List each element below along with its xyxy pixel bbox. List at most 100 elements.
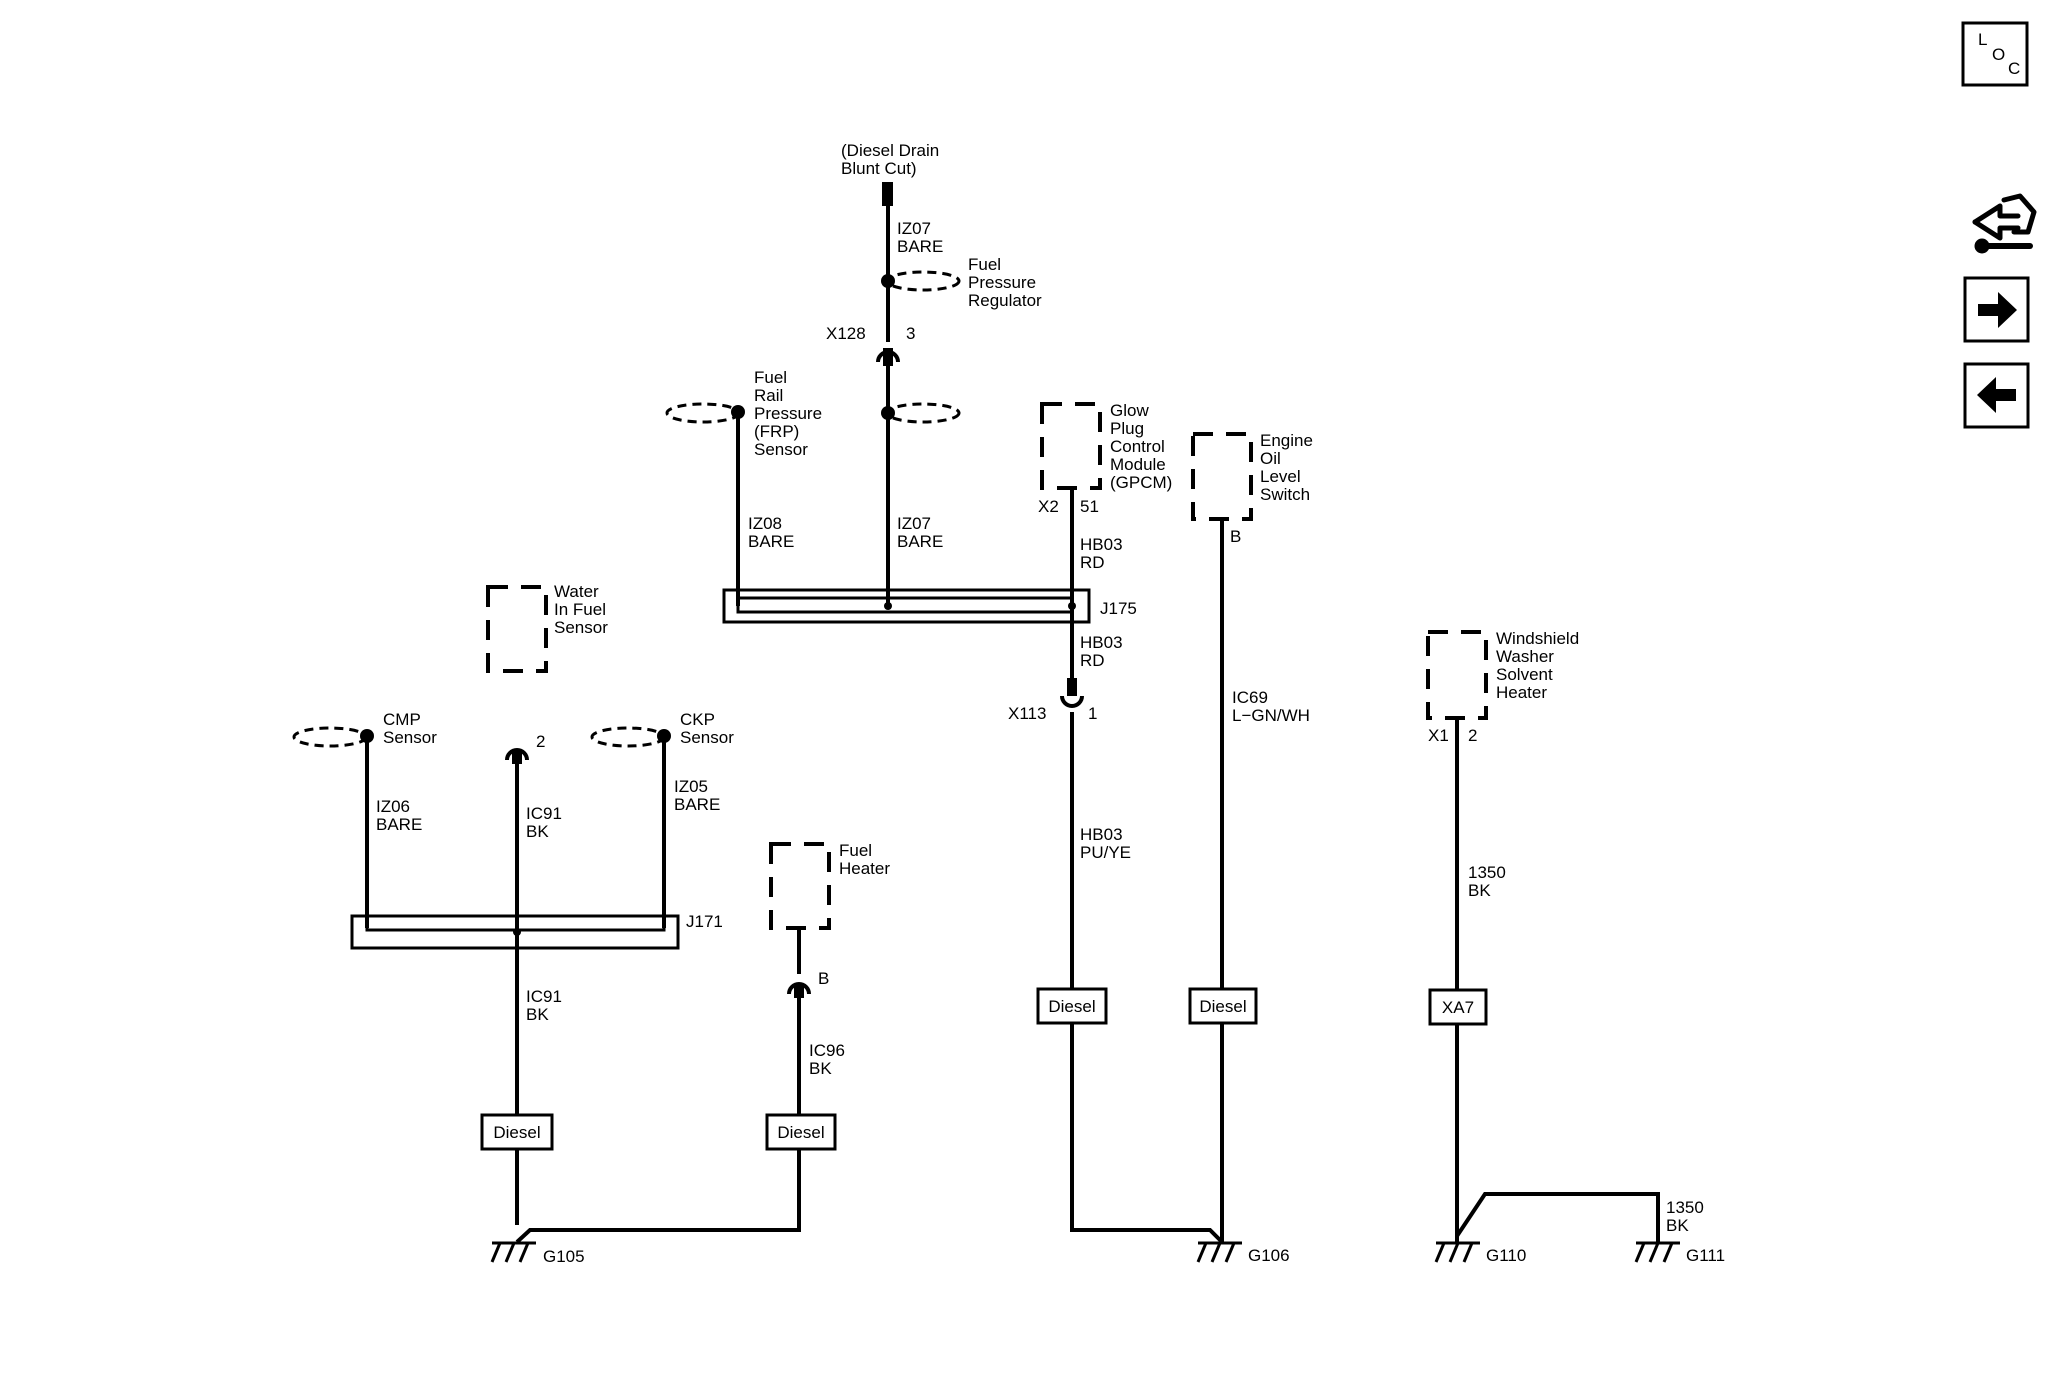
- gpcm-outline: [1040, 402, 1102, 490]
- drain-label: (Diesel Drain Blunt Cut): [841, 141, 939, 178]
- g111-label: G111: [1686, 1246, 1725, 1265]
- j175-splice: [722, 588, 1091, 624]
- arrow-right-icon[interactable]: [1963, 276, 2030, 343]
- svg-text:BK: BK: [1666, 1216, 1689, 1235]
- arrow-left-icon[interactable]: [1963, 362, 2030, 429]
- wrench-car-icon[interactable]: [1972, 193, 2037, 254]
- svg-text:L−GN/WH: L−GN/WH: [1232, 706, 1310, 725]
- wire-ic96-label: IC96 BK: [809, 1041, 845, 1078]
- wire-iz05-label: IZ05 BARE: [674, 777, 720, 814]
- svg-text:Glow: Glow: [1110, 401, 1149, 420]
- svg-text:BK: BK: [526, 822, 549, 841]
- svg-text:Switch: Switch: [1260, 485, 1310, 504]
- svg-text:RD: RD: [1080, 553, 1105, 572]
- dashed-boxes: [486, 402, 1488, 930]
- svg-text:1350: 1350: [1468, 863, 1506, 882]
- fuel-heater-label: Fuel Heater: [839, 841, 890, 878]
- washer-xa7-option: XA7: [1442, 998, 1474, 1017]
- svg-text:CMP: CMP: [383, 710, 421, 729]
- svg-text:PU/YE: PU/YE: [1080, 843, 1131, 862]
- loc-letter-o: O: [1992, 45, 2005, 64]
- g106-ground-icon: [1196, 1241, 1242, 1263]
- wif-pin-label: 2: [536, 732, 545, 751]
- water-in-fuel-outline: [486, 585, 548, 673]
- svg-text:BK: BK: [809, 1059, 832, 1078]
- j171-splice-inner: [365, 914, 666, 932]
- fuel-pressure-regulator-outline: [885, 270, 961, 292]
- svg-text:BK: BK: [1468, 881, 1491, 900]
- g105-label: G105: [543, 1247, 585, 1266]
- washer-pin-label: 2: [1468, 726, 1477, 745]
- svg-text:BK: BK: [526, 1005, 549, 1024]
- svg-text:BARE: BARE: [897, 532, 943, 551]
- svg-text:Sensor: Sensor: [554, 618, 608, 637]
- svg-text:IC96: IC96: [809, 1041, 845, 1060]
- x128-connector-label: X128: [826, 324, 866, 343]
- gpcm-connector-label: X2: [1038, 497, 1059, 516]
- gpcm-pin-label: 51: [1080, 497, 1099, 516]
- x113-connector-label: X113: [1008, 704, 1046, 723]
- svg-text:Control: Control: [1110, 437, 1165, 456]
- svg-text:Fuel: Fuel: [839, 841, 872, 860]
- svg-text:Regulator: Regulator: [968, 291, 1042, 310]
- drain-terminal: [882, 182, 893, 206]
- loc-icon[interactable]: L O C: [1961, 21, 2029, 87]
- g105-ground-icon: [490, 1241, 536, 1263]
- wire-ic91-b-label: IC91 BK: [526, 987, 562, 1024]
- fuel-pressure-regulator-label: Fuel Pressure Regulator: [968, 255, 1042, 310]
- svg-text:Windshield: Windshield: [1496, 629, 1579, 648]
- loc-letter-c: C: [2008, 59, 2020, 78]
- svg-text:1350: 1350: [1666, 1198, 1704, 1217]
- left-diesel-option-2: Diesel: [777, 1123, 824, 1142]
- svg-text:Level: Level: [1260, 467, 1301, 486]
- j175-splice-inner: [736, 596, 1074, 614]
- wire-1350-a-label: 1350 BK: [1468, 863, 1506, 900]
- engine-oil-switch-outline: [1191, 432, 1253, 521]
- g110-ground-icon: [1434, 1241, 1480, 1263]
- svg-text:IZ07: IZ07: [897, 219, 931, 238]
- g111-ground-icon: [1634, 1241, 1680, 1263]
- engine-oil-switch-pin: B: [1230, 527, 1241, 546]
- svg-text:Pressure: Pressure: [754, 404, 822, 423]
- svg-text:In Fuel: In Fuel: [554, 600, 606, 619]
- svg-text:CKP: CKP: [680, 710, 715, 729]
- svg-text:IC91: IC91: [526, 804, 562, 823]
- svg-text:HB03: HB03: [1080, 535, 1123, 554]
- option-boxes: [480, 987, 1488, 1151]
- svg-text:BARE: BARE: [674, 795, 720, 814]
- ground-symbols: [490, 1241, 1680, 1263]
- svg-text:HB03: HB03: [1080, 633, 1123, 652]
- svg-text:(GPCM): (GPCM): [1110, 473, 1172, 492]
- svg-text:Water: Water: [554, 582, 599, 601]
- svg-text:Module: Module: [1110, 455, 1166, 474]
- wire-iz08-label: IZ08 BARE: [748, 514, 794, 551]
- g106-label: G106: [1248, 1246, 1290, 1265]
- svg-text:IZ08: IZ08: [748, 514, 782, 533]
- wire-ic91-a-label: IC91 BK: [526, 804, 562, 841]
- svg-text:RD: RD: [1080, 651, 1105, 670]
- fuel-heater-pin: B: [818, 969, 829, 988]
- cmp-sensor-label: CMP Sensor: [383, 710, 437, 747]
- svg-text:Pressure: Pressure: [968, 273, 1036, 292]
- svg-text:Engine: Engine: [1260, 431, 1313, 450]
- wire-hb03-b-label: HB03 RD: [1080, 633, 1123, 670]
- svg-text:Washer: Washer: [1496, 647, 1554, 666]
- x128-splice-outline: [885, 402, 961, 424]
- svg-text:BARE: BARE: [897, 237, 943, 256]
- j175-label: J175: [1100, 599, 1137, 618]
- ckp-sensor-label: CKP Sensor: [680, 710, 734, 747]
- svg-text:Sensor: Sensor: [383, 728, 437, 747]
- wire-iz06-label: IZ06 BARE: [376, 797, 422, 834]
- cmp-sensor-outline: [292, 726, 368, 748]
- svg-text:Fuel: Fuel: [754, 368, 787, 387]
- svg-text:Solvent: Solvent: [1496, 665, 1553, 684]
- svg-text:IC91: IC91: [526, 987, 562, 1006]
- svg-text:Rail: Rail: [754, 386, 783, 405]
- svg-text:Oil: Oil: [1260, 449, 1281, 468]
- svg-text:IC69: IC69: [1232, 688, 1268, 707]
- j171-label: J171: [686, 912, 723, 931]
- wire-iz07-top-label: IZ07 BARE: [897, 219, 943, 256]
- frp-sensor-outline: [665, 402, 741, 424]
- splice-bars: [350, 588, 1091, 950]
